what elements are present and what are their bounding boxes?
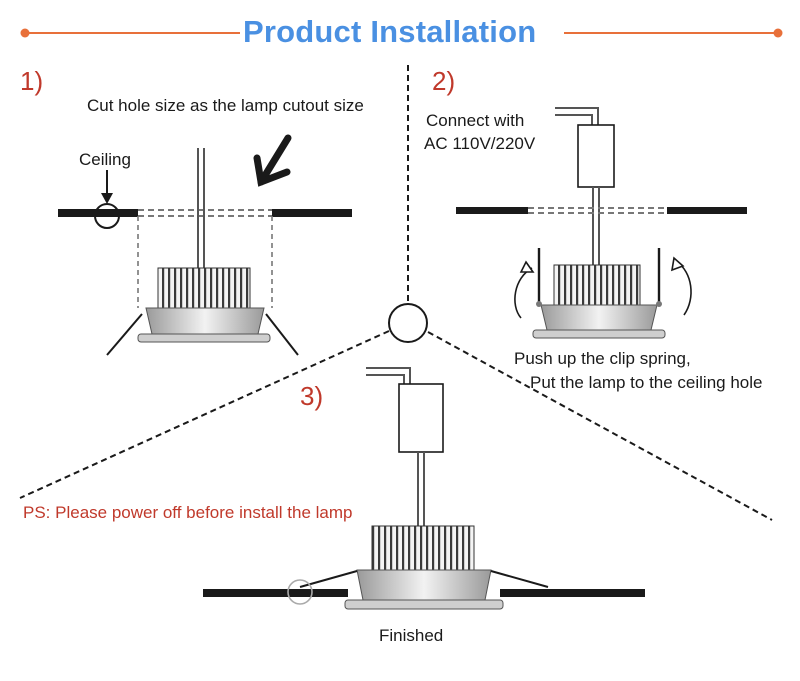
step1-instruction: Cut hole size as the lamp cutout size <box>87 96 364 115</box>
big-arrow-icon <box>253 134 292 187</box>
step3-lamp <box>299 525 549 610</box>
connect-label-line2: AC 110V/220V <box>424 134 536 153</box>
divider-hub <box>388 303 428 343</box>
clip-marker <box>287 579 313 605</box>
step2-number: 2) <box>432 66 456 96</box>
ceiling-label: Ceiling <box>79 150 131 169</box>
push-label-line2: Put the lamp to the ceiling hole <box>530 373 763 392</box>
step2-driver <box>555 107 615 265</box>
section-dividers <box>19 65 773 521</box>
step1-number: 1) <box>20 66 44 96</box>
header-rule-left <box>20 28 240 38</box>
step2-lamp <box>532 248 666 339</box>
push-label-line1: Push up the clip spring, <box>514 349 691 368</box>
step1-cutout-guides <box>137 216 273 308</box>
page-title: Product Installation <box>243 14 537 49</box>
header-rule-right <box>564 28 783 38</box>
finished-label: Finished <box>379 626 444 645</box>
rotate-arrow-icon <box>514 256 692 319</box>
power-warning: PS: Please power off before install the … <box>23 503 353 522</box>
connect-label-line1: Connect with <box>426 111 525 130</box>
step1-ceiling <box>58 209 352 217</box>
step3-ceiling <box>203 589 645 597</box>
step1-lamp <box>106 267 299 356</box>
step2-ceiling <box>456 207 747 214</box>
arrow-down-icon <box>101 170 113 204</box>
step3-driver <box>366 367 444 526</box>
step3-number: 3) <box>300 381 324 411</box>
